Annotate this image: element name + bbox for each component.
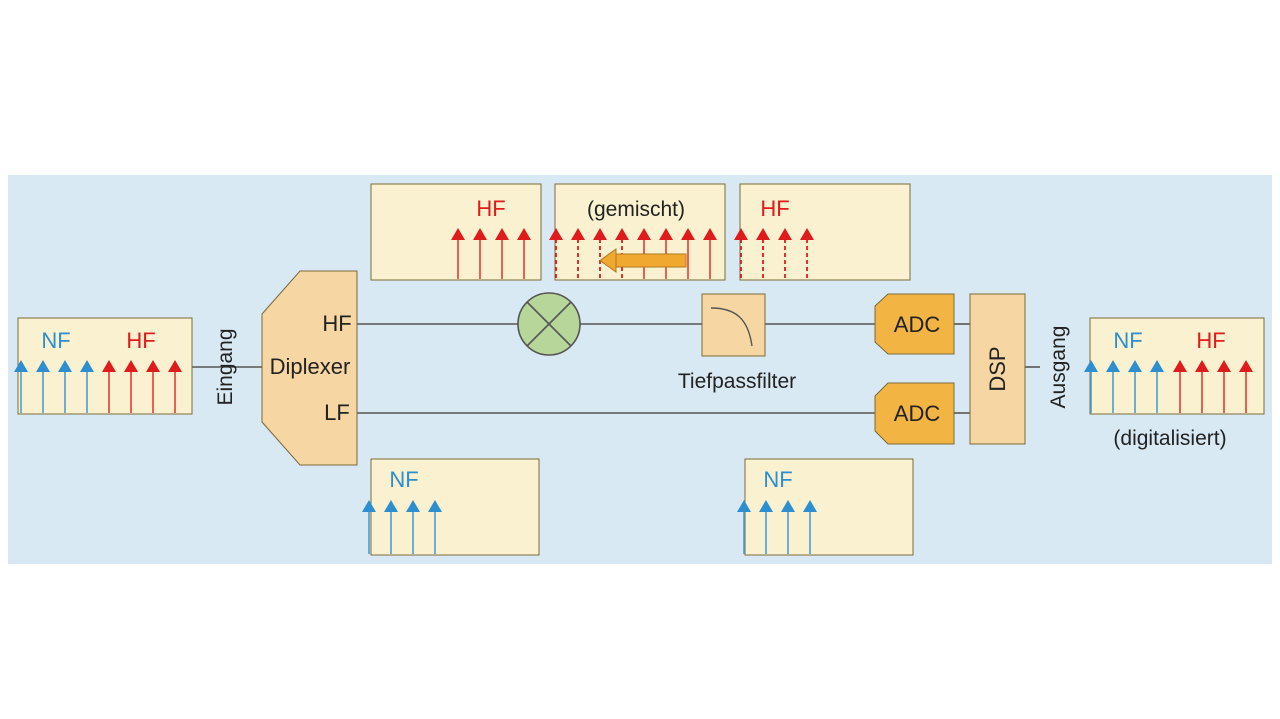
output-hf-line-3-head (1217, 360, 1231, 372)
output-hf-line-2-head (1195, 360, 1209, 372)
output-label: Ausgang (1047, 326, 1070, 409)
nf-lower-left-line-2-head (384, 500, 398, 512)
hf-band-arrows (451, 228, 531, 279)
nf-lower-right-arrows (737, 500, 817, 554)
hf-shifted-label: HF (760, 196, 789, 221)
input-nf-label: NF (41, 328, 70, 353)
spectrum-box-input: NF HF (14, 317, 193, 415)
mixed-original-line-3-head (681, 228, 695, 240)
nf-lower-left-line-3-head (406, 500, 420, 512)
spectrum-box-hf-band: HF (370, 183, 542, 281)
output-nf-label: NF (1113, 328, 1142, 353)
mixed-shifted-line-3-head (593, 228, 607, 240)
input-nf-line-1-head (14, 360, 28, 372)
nf-lower-right-line-4-head (803, 500, 817, 512)
spectrum-box-nf-lower-left: NF (362, 458, 540, 556)
lowpass-filter-block (701, 293, 766, 357)
spectrum-box-hf-shifted: HF (734, 183, 911, 281)
hf-band-label: HF (476, 196, 505, 221)
nf-lower-right-line-2-head (759, 500, 773, 512)
shift-left-arrow-icon (599, 248, 687, 273)
mixed-shifted-line-2-head (571, 228, 585, 240)
dsp-block: DSP (969, 293, 1026, 445)
hf-band-line-1-head (451, 228, 465, 240)
output-spectrum-arrows (1084, 360, 1253, 413)
adc-top-block: ADC (874, 293, 955, 355)
hf-shifted-line-3-head (778, 228, 792, 240)
adc-bottom-block: ADC (874, 382, 955, 445)
mixed-shifted-line-1-head (549, 228, 563, 240)
spectrum-box-output: NF HF (1084, 317, 1265, 415)
diplexer-block: Diplexer HF LF (261, 270, 358, 466)
hf-shifted-line-2-head (756, 228, 770, 240)
output-caption: (digitalisiert) (1113, 427, 1226, 450)
nf-lower-left-line-4-head (428, 500, 442, 512)
hf-shifted-line-4-head (800, 228, 814, 240)
lowpass-label: Tiefpassfilter (678, 370, 796, 393)
mixer-cross-icon (517, 292, 581, 356)
input-label: Eingang (214, 328, 237, 405)
adc-bottom-label: ADC (894, 401, 941, 426)
output-nf-line-1-head (1084, 360, 1098, 372)
input-hf-line-2-head (124, 360, 138, 372)
input-hf-line-3-head (146, 360, 160, 372)
nf-lower-right-line-1-head (737, 500, 751, 512)
nf-lower-left-line-1-head (362, 500, 376, 512)
nf-lower-right-label: NF (763, 467, 792, 492)
diplexer-lf-label: LF (324, 400, 350, 425)
output-hf-line-1-head (1173, 360, 1187, 372)
input-spectrum-arrows (14, 360, 182, 413)
diplexer-hf-label: HF (322, 311, 351, 336)
diplexer-label: Diplexer (270, 354, 351, 379)
nf-lower-left-arrows (362, 500, 442, 554)
input-nf-line-4-head (80, 360, 94, 372)
spectrum-box-mixed: (gemischt) (549, 183, 726, 281)
output-nf-line-4-head (1150, 360, 1164, 372)
signal-lines (192, 323, 1040, 414)
dsp-label: DSP (985, 346, 1010, 391)
hf-band-line-3-head (495, 228, 509, 240)
hf-band-line-4-head (517, 228, 531, 240)
hf-shifted-arrows (734, 228, 814, 279)
hf-band-line-2-head (473, 228, 487, 240)
lowpass-curve-icon (710, 307, 753, 347)
input-nf-line-3-head (58, 360, 72, 372)
input-nf-line-2-head (36, 360, 50, 372)
hf-shifted-line-1-head (734, 228, 748, 240)
input-hf-line-4-head (168, 360, 182, 372)
output-hf-line-4-head (1239, 360, 1253, 372)
mixed-original-line-1-head (637, 228, 651, 240)
nf-lower-right-line-3-head (781, 500, 795, 512)
nf-lower-left-label: NF (389, 467, 418, 492)
mixed-original-line-2-head (659, 228, 673, 240)
spectrum-box-nf-lower-right: NF (737, 458, 914, 556)
mixed-shifted-line-4-head (615, 228, 629, 240)
output-hf-label: HF (1196, 328, 1225, 353)
adc-top-label: ADC (894, 312, 941, 337)
mixed-original-line-4-head (703, 228, 717, 240)
input-hf-line-1-head (102, 360, 116, 372)
mixed-label: (gemischt) (587, 198, 685, 221)
output-nf-line-2-head (1106, 360, 1120, 372)
output-nf-line-3-head (1128, 360, 1142, 372)
mixed-arrows (549, 228, 717, 279)
input-hf-label: HF (126, 328, 155, 353)
